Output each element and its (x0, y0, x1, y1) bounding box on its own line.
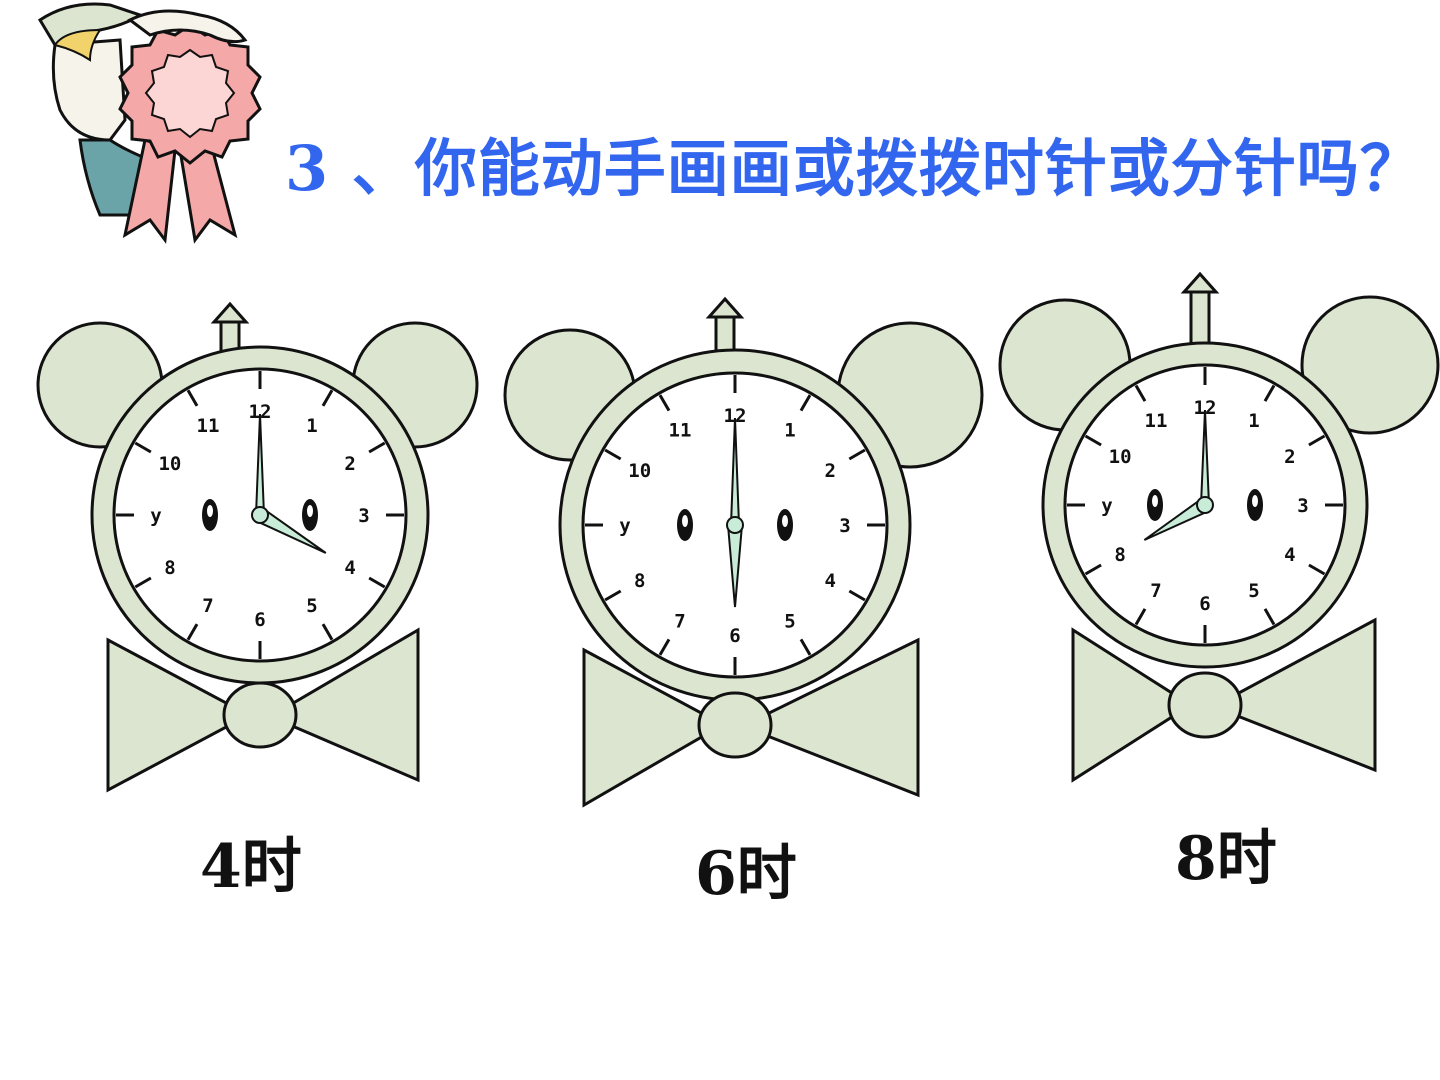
clock-numeral: 4 (344, 557, 355, 579)
clock-numeral: 1 (1248, 410, 1259, 432)
clock-numeral: 7 (202, 595, 213, 617)
clock-numeral: 2 (344, 453, 355, 475)
clock-label-1: 4时 (200, 832, 302, 902)
clock-numeral: 7 (1150, 580, 1161, 602)
clock-eye-right-glint (782, 515, 788, 527)
clock-eye-left-glint (207, 505, 213, 517)
clock-numeral: 6 (729, 625, 740, 647)
clock-stem-arrow (210, 301, 250, 324)
clock-numeral: 10 (158, 453, 181, 475)
clock-numeral: 11 (1145, 410, 1168, 432)
clock-numeral: 1 (306, 415, 317, 437)
clock-tick (1308, 434, 1326, 447)
clock-tick (1084, 563, 1102, 576)
clock-eye-right-glint (1252, 495, 1258, 507)
clock-tick (1308, 563, 1326, 576)
clock-tick (1084, 434, 1102, 447)
clock-numeral: y (1101, 495, 1112, 517)
clock-numeral: 3 (358, 505, 369, 527)
clock-tick (186, 389, 199, 407)
clock-numeral: y (150, 505, 161, 527)
clock-hub (251, 506, 269, 524)
clock-numeral: 10 (628, 460, 651, 482)
clock-numeral: 4 (1284, 544, 1295, 566)
clock-tick (658, 638, 671, 656)
clock-numeral: 1 (784, 420, 795, 442)
clock-numeral: 6 (254, 609, 265, 631)
clock-label-2: 6时 (695, 839, 797, 909)
clock-eye-left-glint (1152, 495, 1158, 507)
clock-tick (1263, 608, 1276, 626)
clock-numeral: 5 (1248, 580, 1259, 602)
clock-tick (799, 394, 812, 412)
bow-tie-knot (1167, 671, 1243, 739)
clock-tick (658, 394, 671, 412)
clock-numeral: 3 (1297, 495, 1308, 517)
clock-stem-arrow (705, 296, 745, 319)
clock-hub (726, 516, 744, 534)
clock-numeral: 10 (1109, 446, 1132, 468)
clock-numeral: 8 (164, 557, 175, 579)
bow-tie-knot (222, 681, 298, 749)
clock-tick (1134, 608, 1147, 626)
clock-tick (321, 389, 334, 407)
clock-numeral: 12 (724, 405, 747, 427)
clock-tick (321, 623, 334, 641)
clock-numeral: 8 (634, 570, 645, 592)
clock-numeral: y (619, 515, 630, 537)
clock-numeral: 12 (249, 401, 272, 423)
clock-tick (368, 441, 386, 454)
clock-numeral: 2 (825, 460, 836, 482)
clock-tick (799, 638, 812, 656)
clock-numeral: 5 (306, 595, 317, 617)
clock-numeral: 12 (1194, 397, 1217, 419)
clock-tick (848, 589, 866, 602)
clock-tick (604, 448, 622, 461)
clock-ear-right (1300, 295, 1440, 435)
clock-numeral: 2 (1284, 446, 1295, 468)
person-holding-ribbon-award-icon (37, 2, 262, 244)
clock-numeral: 5 (784, 610, 795, 632)
clock-numeral: 4 (825, 570, 836, 592)
clock-tick (604, 589, 622, 602)
clock-tick (134, 441, 152, 454)
clock-numeral: 7 (674, 610, 685, 632)
clock-numeral: 8 (1114, 544, 1125, 566)
clock-tick (848, 448, 866, 461)
clock-numeral: 6 (1199, 593, 1210, 615)
bow-tie-knot (697, 691, 773, 759)
clock-stem-arrow (1180, 271, 1220, 294)
clock-tick (186, 623, 199, 641)
clock-tick (1134, 384, 1147, 402)
slide-title: 3 、你能动手画画或拨拨时针或分针吗？ (285, 132, 1423, 205)
clock-hub (1196, 496, 1214, 514)
clock-numeral: 3 (839, 515, 850, 537)
clock-eye-left-glint (682, 515, 688, 527)
clock-numeral: 11 (197, 415, 220, 437)
clock-eye-right-glint (307, 505, 313, 517)
clock-tick (1263, 384, 1276, 402)
clock-numeral: 11 (669, 420, 692, 442)
clock-tick (134, 576, 152, 589)
clock-label-3: 8时 (1175, 824, 1277, 894)
clock-tick (368, 576, 386, 589)
